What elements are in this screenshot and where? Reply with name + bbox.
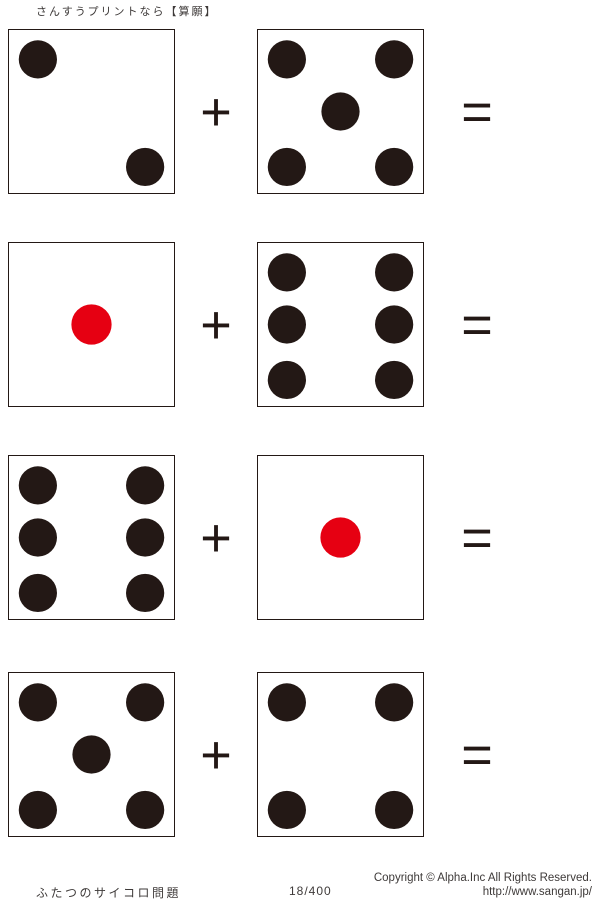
site-url: http://www.sangan.jp/ [482,886,592,898]
copyright-block: Copyright © Alpha.Inc All Rights Reserve… [374,871,592,899]
right-die [257,672,424,837]
plus-operator: + [200,724,232,785]
plus-operator: + [200,81,232,142]
problem-row: + = [0,672,600,837]
worksheet-name: ふたつのサイコロ問題 [36,886,182,900]
equals-operator: = [461,507,493,568]
die-pips [320,517,361,558]
problem-row: + = [0,29,600,194]
die-pips [18,40,165,187]
plus-operator: + [200,507,232,568]
problem-row: + = [0,242,600,407]
equals-operator: = [461,81,493,142]
page-number: 18/400 [289,884,332,898]
die-pips [267,683,414,830]
copyright-text: Copyright © Alpha.Inc All Rights Reserve… [373,872,592,884]
equals-operator: = [461,724,493,785]
die-pips [267,253,414,400]
left-die [8,455,175,620]
plus-operator: + [200,294,232,355]
right-die [257,29,424,194]
die-pips [18,466,165,613]
die-pips [71,304,112,345]
right-die [257,455,424,620]
die-pips [267,40,414,187]
left-die [8,242,175,407]
left-die [8,29,175,194]
die-pips [18,683,165,830]
page-title: さんすうプリントなら【算願】 [36,6,218,18]
problem-row: + = [0,455,600,620]
left-die [8,672,175,837]
right-die [257,242,424,407]
equals-operator: = [461,294,493,355]
